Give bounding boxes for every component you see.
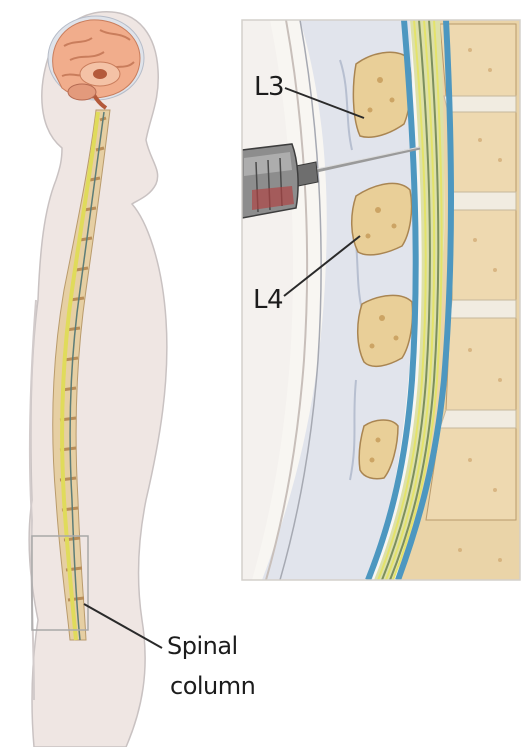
label-spinal: Spinal bbox=[167, 633, 238, 660]
label-l4: L4 bbox=[253, 287, 283, 314]
closeup-panel bbox=[242, 20, 520, 580]
label-column: column bbox=[170, 673, 255, 700]
label-l3: L3 bbox=[254, 74, 284, 101]
